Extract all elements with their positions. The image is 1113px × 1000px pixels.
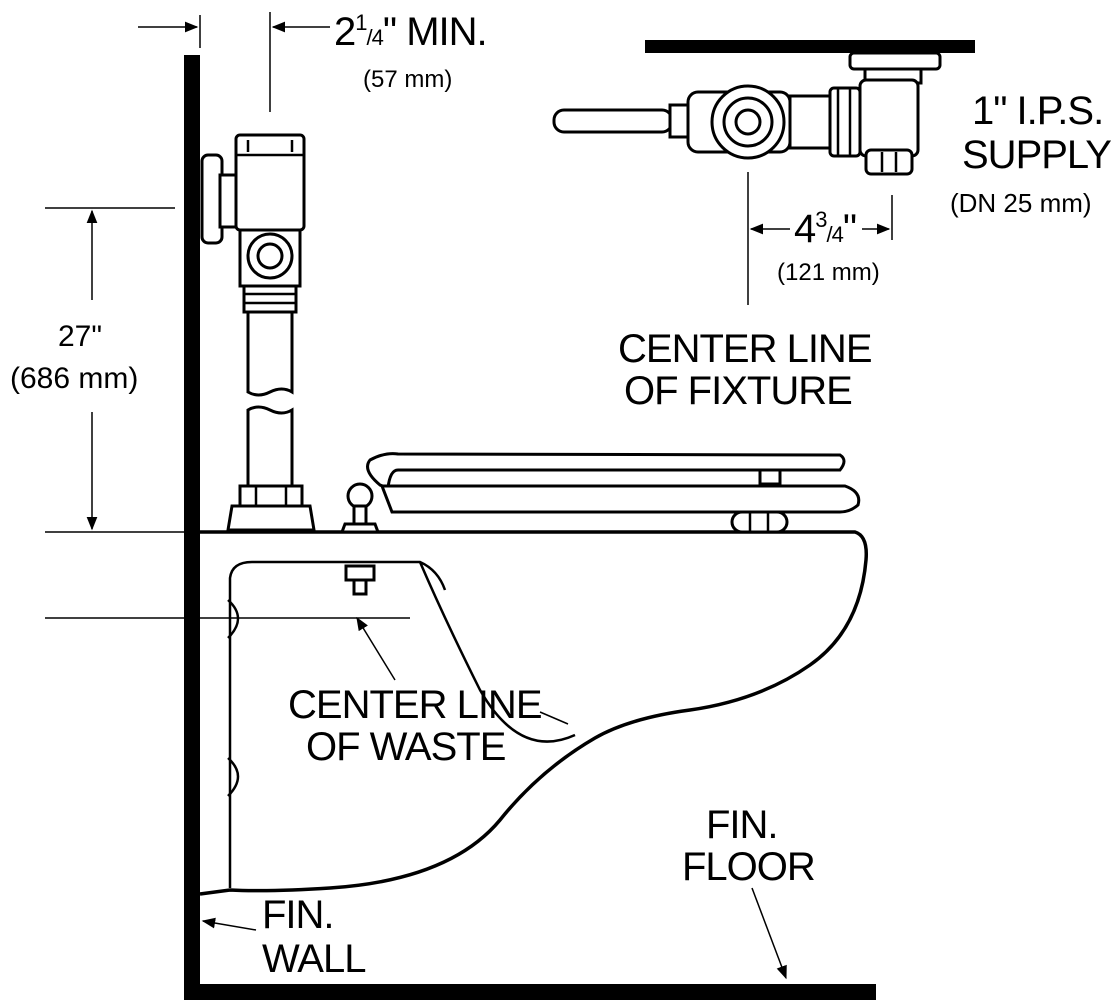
offset-label: 43/4" <box>794 207 856 251</box>
floor-leader <box>751 887 787 980</box>
toilet-bowl <box>199 530 869 896</box>
finished-wall <box>184 55 200 1000</box>
floor-label-line2: FLOOR <box>682 845 815 889</box>
height-label: 27" <box>58 320 102 353</box>
waste-label-line1: CENTER LINE <box>288 683 542 727</box>
wall-leader <box>201 917 257 931</box>
flush-valve-side <box>200 133 316 532</box>
setback-dimension <box>138 12 330 112</box>
supply-line2: SUPPLY <box>962 133 1111 177</box>
waste-leader <box>356 616 396 681</box>
floor-label-line1: FIN. <box>706 803 778 847</box>
offset-metric: (121 mm) <box>777 259 880 286</box>
waste-leader-2 <box>539 711 569 725</box>
wall-label-line1: FIN. <box>262 893 334 937</box>
waste-label-line2: OF WASTE <box>306 725 505 769</box>
setback-label: 21/4" MIN. <box>334 10 487 54</box>
plan-view-plate <box>645 40 975 53</box>
offset-dimension <box>747 172 893 305</box>
supply-line3: (DN 25 mm) <box>950 188 1092 218</box>
height-metric: (686 mm) <box>10 362 138 395</box>
fixture-label-line2: OF FIXTURE <box>624 369 852 413</box>
setback-metric: (57 mm) <box>363 66 452 93</box>
fixture-label-line1: CENTER LINE <box>618 327 872 371</box>
height-dimension <box>45 207 175 531</box>
supply-line1: 1" I.P.S. <box>972 89 1103 133</box>
toilet-seat <box>339 452 861 534</box>
wall-label-line2: WALL <box>262 937 365 981</box>
finished-floor <box>184 984 876 1000</box>
flush-valve-plan <box>552 51 942 176</box>
